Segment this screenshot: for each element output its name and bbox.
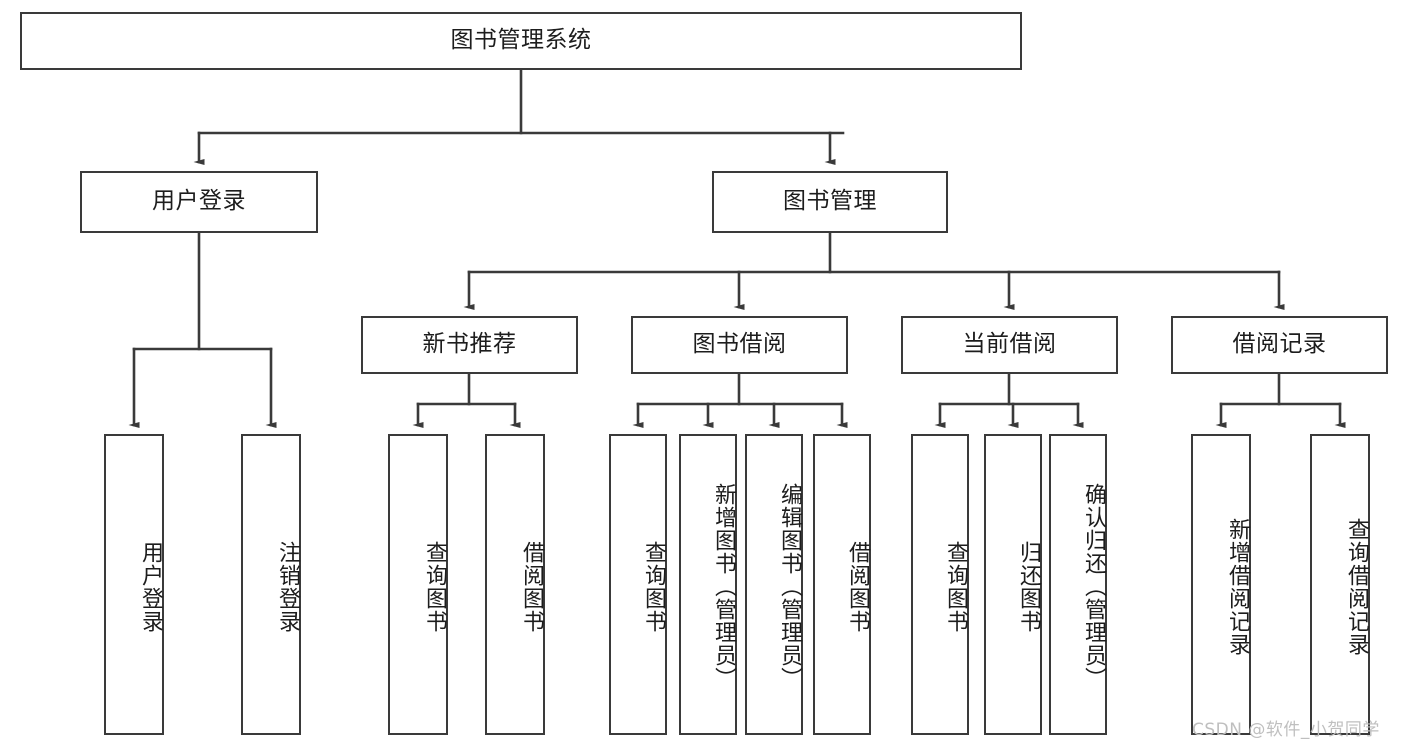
node-borrow-record[interactable]: 借阅记录 [1171,316,1388,374]
node-leaf-query-book-current[interactable]: 查询图书 [911,434,969,735]
node-leaf-label: 借阅图书 [519,540,544,633]
node-leaf-lend-book[interactable]: 借阅图书 [813,434,871,735]
node-leaf-label: 归还图书 [1016,540,1041,633]
node-book-management-label: 图书管理 [783,188,877,215]
node-user-login-label: 用户登录 [152,188,246,215]
node-leaf-add-borrow-record[interactable]: 新增借阅记录 [1191,434,1251,735]
node-leaf-query-book-newbook[interactable]: 查询图书 [388,434,448,735]
node-user-login[interactable]: 用户登录 [80,171,318,233]
node-leaf-confirm-return-admin[interactable]: 确认归还（管理员） [1049,434,1107,735]
node-leaf-add-book-admin[interactable]: 新增图书（管理员） [679,434,737,735]
node-leaf-user-login[interactable]: 用户登录 [104,434,164,735]
node-leaf-label: 查询借阅记录 [1344,517,1369,656]
node-leaf-logout[interactable]: 注销登录 [241,434,301,735]
node-root[interactable]: 图书管理系统 [20,12,1022,70]
node-leaf-return-book[interactable]: 归还图书 [984,434,1042,735]
node-new-book-recommend[interactable]: 新书推荐 [361,316,578,374]
node-leaf-query-borrow-record[interactable]: 查询借阅记录 [1310,434,1370,735]
node-current-borrow[interactable]: 当前借阅 [901,316,1118,374]
node-leaf-label: 新增借阅记录 [1225,517,1250,656]
node-leaf-label: 借阅图书 [845,540,870,633]
node-leaf-label: 注销登录 [275,540,300,633]
node-leaf-label: 新增图书（管理员） [711,483,736,690]
node-leaf-borrow-book-newbook[interactable]: 借阅图书 [485,434,545,735]
node-current-borrow-label: 当前借阅 [962,331,1057,358]
node-leaf-label: 确认归还（管理员） [1081,483,1106,690]
node-leaf-query-book-borrow[interactable]: 查询图书 [609,434,667,735]
node-leaf-edit-book-admin[interactable]: 编辑图书（管理员） [745,434,803,735]
node-root-label: 图书管理系统 [450,27,592,54]
node-leaf-label: 查询图书 [943,540,968,633]
node-book-management[interactable]: 图书管理 [712,171,948,233]
node-book-borrow-label: 图书借阅 [692,331,787,358]
node-borrow-record-label: 借阅记录 [1232,331,1327,358]
node-leaf-label: 用户登录 [138,540,163,633]
node-leaf-label: 编辑图书（管理员） [777,483,802,690]
node-new-book-recommend-label: 新书推荐 [422,331,517,358]
node-leaf-label: 查询图书 [641,540,666,633]
node-book-borrow[interactable]: 图书借阅 [631,316,848,374]
node-leaf-label: 查询图书 [422,540,447,633]
